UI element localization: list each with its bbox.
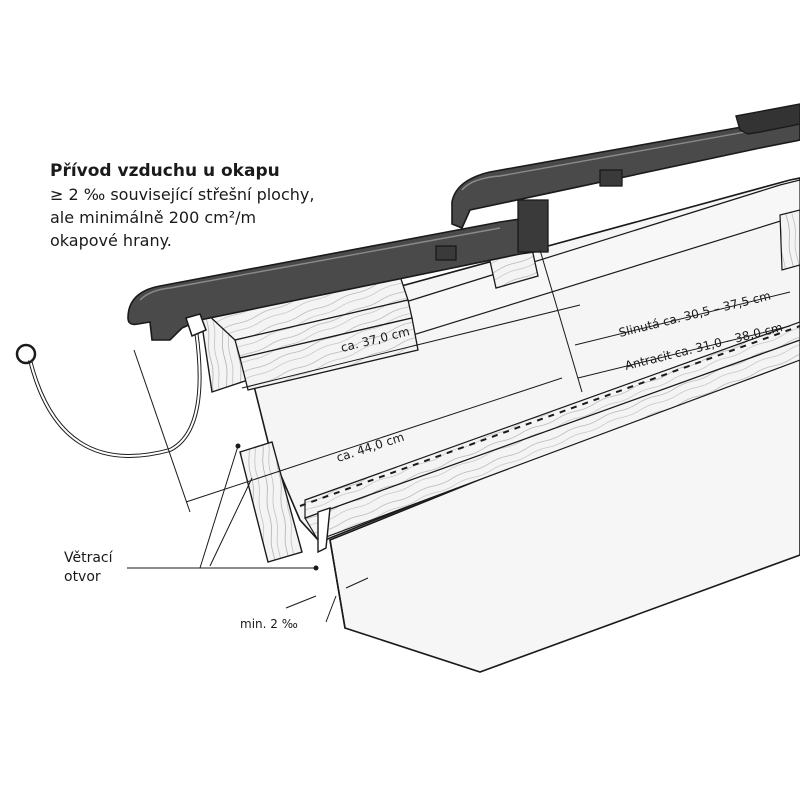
vent-marker-dot-2 [235, 443, 241, 449]
gutter-inner [29, 329, 201, 457]
dim-line-37 [241, 304, 581, 389]
heading-line-3: okapové hrany. [50, 231, 172, 250]
soffit-board-edge [329, 539, 346, 629]
roof-tile-upper [735, 103, 800, 135]
tile-nib-3 [435, 245, 457, 261]
min-slope-line [325, 595, 337, 623]
roof-tile-middle-highlight [461, 123, 791, 191]
extension-line-1 [539, 249, 583, 393]
label-min-slope: min. 2 ‰ [240, 617, 298, 631]
fascia-board-lower [239, 441, 303, 563]
min-slope-arrow-2 [345, 577, 369, 589]
gutter-bead [15, 343, 37, 365]
dim-line-44 [185, 377, 563, 503]
tile-nib-2 [599, 169, 623, 187]
dim-line-antracit [577, 325, 791, 379]
gutter-hanger [185, 313, 207, 338]
min-slope-arrow [285, 595, 317, 609]
extension-line-2 [133, 349, 191, 513]
extension-line-3 [209, 477, 253, 567]
eave-batten-3 [239, 317, 419, 391]
roof-tile-middle [451, 117, 800, 230]
heading-line-1: ≥ 2 ‰ související střešní plochy, [50, 185, 315, 204]
roof-tile-lower-highlight [139, 227, 501, 301]
dim-line-slinuta [574, 291, 791, 346]
eave-edge-profile [317, 506, 331, 554]
vent-label-line-1: Větrací [64, 550, 113, 566]
heading-line-2: ale minimálně 200 cm²/m [50, 208, 257, 227]
heading-title: Přívod vzduchu u okapu [50, 161, 280, 181]
air-intake-heading: Přívod vzduchu u okapu ≥ 2 ‰ související… [50, 160, 380, 252]
vent-opening-label: Větrací otvor [64, 549, 113, 587]
batten-end-right [779, 209, 800, 271]
tile-nib-1 [517, 199, 549, 253]
membrane-line [299, 325, 800, 507]
vent-label-line-2: otvor [64, 569, 101, 585]
vent-leader-line-2 [199, 445, 239, 569]
vent-marker-dot [313, 565, 319, 571]
gutter [28, 329, 202, 458]
